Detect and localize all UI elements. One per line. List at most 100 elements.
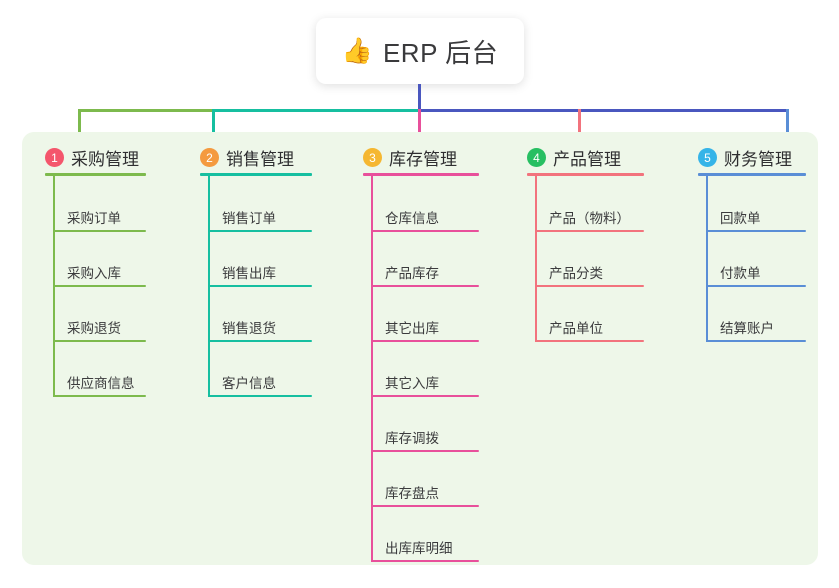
tree-item[interactable]: 出库库明细 <box>371 532 479 562</box>
column-5: 5 财务管理回款单付款单结算账户 <box>698 0 806 433</box>
tree-item-rule <box>535 340 644 342</box>
column-header-5[interactable]: 5 财务管理 <box>698 145 792 170</box>
column-spine-3 <box>371 174 373 562</box>
tree-item-rule <box>208 340 312 342</box>
tree-item-label: 库存调拨 <box>385 431 439 446</box>
tree-item[interactable]: 其它出库 <box>371 312 479 342</box>
tree-item[interactable]: 采购订单 <box>53 202 146 232</box>
column-title-5: 财务管理 <box>724 150 792 169</box>
drop-line-4 <box>578 109 581 145</box>
column-header-4[interactable]: 4 产品管理 <box>527 145 621 170</box>
tree-item[interactable]: 销售出库 <box>208 257 312 287</box>
diagram-panel <box>22 132 818 565</box>
tree-item[interactable]: 供应商信息 <box>53 367 146 397</box>
root-node-label: ERP 后台 <box>382 37 499 68</box>
tree-item-label: 采购订单 <box>67 211 121 226</box>
column-1: 1 采购管理采购订单采购入库采购退货供应商信息 <box>45 0 146 433</box>
tree-item[interactable]: 结算账户 <box>706 312 806 342</box>
column-4: 4 产品管理产品（物料） 产品分类产品单位 <box>527 0 644 433</box>
tree-item[interactable]: 采购退货 <box>53 312 146 342</box>
tree-item[interactable]: 库存调拨 <box>371 422 479 452</box>
column-badge-1: 1 <box>45 148 64 167</box>
tree-item[interactable]: 其它入库 <box>371 367 479 397</box>
tree-item[interactable]: 产品库存 <box>371 257 479 287</box>
tree-item-label: 供应商信息 <box>67 376 135 391</box>
tree-item-label: 客户信息 <box>222 376 276 391</box>
tree-item[interactable]: 仓库信息 <box>371 202 479 232</box>
tree-item-label: 产品（物料） <box>549 211 630 226</box>
tree-item-rule <box>208 395 312 397</box>
tree-item-rule <box>706 285 806 287</box>
tree-item-label: 采购入库 <box>67 266 121 281</box>
column-2: 2 销售管理销售订单销售出库销售退货客户信息 <box>200 0 312 433</box>
tree-item-rule <box>706 340 806 342</box>
tree-item-label: 产品单位 <box>549 321 603 336</box>
column-badge-3: 3 <box>363 148 382 167</box>
tree-item[interactable]: 付款单 <box>706 257 806 287</box>
column-title-4: 产品管理 <box>553 150 621 169</box>
thumbs-up-icon: 👍 <box>341 36 373 65</box>
tree-item-label: 结算账户 <box>720 321 774 336</box>
column-header-3[interactable]: 3 库存管理 <box>363 145 457 170</box>
drop-line-1 <box>78 109 81 145</box>
column-3: 3 库存管理仓库信息产品库存其它出库其它入库库存调拨库存盘点出库库明细 <box>363 0 479 562</box>
tree-item[interactable]: 销售退货 <box>208 312 312 342</box>
tree-item-label: 付款单 <box>720 266 761 281</box>
column-badge-5: 5 <box>698 148 717 167</box>
tree-item-label: 库存盘点 <box>385 486 439 501</box>
tree-item-rule <box>53 395 146 397</box>
tree-item[interactable]: 库存盘点 <box>371 477 479 507</box>
column-rule-4 <box>527 173 644 176</box>
tree-item-rule <box>371 505 479 507</box>
tree-item-label: 出库库明细 <box>385 541 453 556</box>
tree-item-rule <box>371 285 479 287</box>
tree-item-rule <box>53 230 146 232</box>
column-header-1[interactable]: 1 采购管理 <box>45 145 139 170</box>
column-rule-2 <box>200 173 312 176</box>
tree-item-rule <box>53 285 146 287</box>
tree-item[interactable]: 客户信息 <box>208 367 312 397</box>
tree-item-rule <box>535 230 644 232</box>
tree-item[interactable]: 产品单位 <box>535 312 644 342</box>
column-title-2: 销售管理 <box>226 150 294 169</box>
tree-item-rule <box>706 230 806 232</box>
root-node-card[interactable]: 👍 ERP 后台 <box>316 18 524 84</box>
column-title-1: 采购管理 <box>71 150 139 169</box>
tree-item-rule <box>371 450 479 452</box>
column-title-3: 库存管理 <box>389 150 457 169</box>
column-spine-5 <box>706 174 708 342</box>
tree-item-label: 其它出库 <box>385 321 439 336</box>
tree-item-label: 销售退货 <box>222 321 276 336</box>
bus-segment-teal <box>212 109 420 112</box>
tree-item-rule <box>208 285 312 287</box>
tree-item-rule <box>535 285 644 287</box>
tree-item[interactable]: 销售订单 <box>208 202 312 232</box>
column-header-2[interactable]: 2 销售管理 <box>200 145 294 170</box>
tree-item-rule <box>371 230 479 232</box>
tree-item-label: 销售订单 <box>222 211 276 226</box>
tree-item[interactable]: 产品（物料） <box>535 202 644 232</box>
tree-item-label: 产品分类 <box>549 266 603 281</box>
column-spine-4 <box>535 174 537 342</box>
tree-item[interactable]: 采购入库 <box>53 257 146 287</box>
tree-item-label: 采购退货 <box>67 321 121 336</box>
tree-item-rule <box>371 340 479 342</box>
tree-item-rule <box>371 560 479 562</box>
column-badge-2: 2 <box>200 148 219 167</box>
tree-item-label: 产品库存 <box>385 266 439 281</box>
tree-item[interactable]: 产品分类 <box>535 257 644 287</box>
drop-line-3 <box>418 109 421 145</box>
column-badge-4: 4 <box>527 148 546 167</box>
drop-line-5 <box>786 109 789 145</box>
tree-item[interactable]: 回款单 <box>706 202 806 232</box>
tree-item-rule <box>53 340 146 342</box>
drop-line-2 <box>212 109 215 145</box>
column-rule-3 <box>363 173 479 176</box>
trunk-line <box>418 84 421 109</box>
tree-item-label: 销售出库 <box>222 266 276 281</box>
tree-item-rule <box>371 395 479 397</box>
tree-item-label: 仓库信息 <box>385 211 439 226</box>
tree-item-label: 回款单 <box>720 211 761 226</box>
tree-item-label: 其它入库 <box>385 376 439 391</box>
